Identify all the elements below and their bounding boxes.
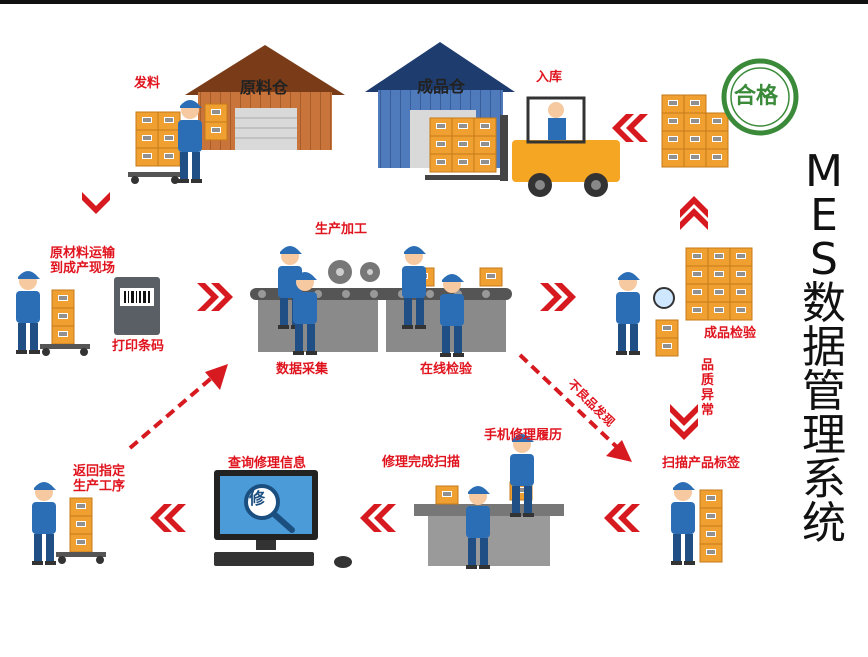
qualified-seal-text: 合格 bbox=[734, 84, 779, 109]
finished-warehouse-label: 成品仓 bbox=[417, 77, 466, 96]
qualified-stack bbox=[661, 58, 799, 168]
barcode-printer bbox=[114, 277, 160, 335]
product-inspection-label: 成品检验 bbox=[704, 326, 757, 341]
issue-label: 发料 bbox=[134, 76, 161, 91]
repair-char: 修 bbox=[249, 489, 266, 508]
production-label: 生产加工 bbox=[315, 222, 368, 237]
print-barcode-label: 打印条码 bbox=[112, 339, 165, 354]
data-collection-label: 数据采集 bbox=[276, 362, 329, 377]
scan-label-label: 扫描产品标签 bbox=[662, 456, 741, 471]
side-title: MES数据管理系统 bbox=[802, 146, 846, 549]
computer bbox=[214, 470, 352, 568]
inbound-label: 入库 bbox=[536, 70, 563, 85]
quality-exception-label: 品质异常 bbox=[700, 358, 714, 418]
online-inspection-label: 在线检验 bbox=[420, 362, 473, 377]
return-process-label: 返回指定 生产工序 bbox=[73, 464, 126, 494]
top-border bbox=[0, 0, 868, 4]
query-repair-label: 查询修理信息 bbox=[228, 456, 307, 471]
raw-transport-label: 原材料运输 到成产现场 bbox=[50, 246, 116, 276]
forklift bbox=[425, 96, 620, 197]
repair-scan-label: 修理完成扫描 bbox=[382, 455, 461, 470]
repair-history-label: 手机修理履历 bbox=[484, 428, 563, 443]
raw-warehouse-label: 原料仓 bbox=[240, 78, 289, 97]
